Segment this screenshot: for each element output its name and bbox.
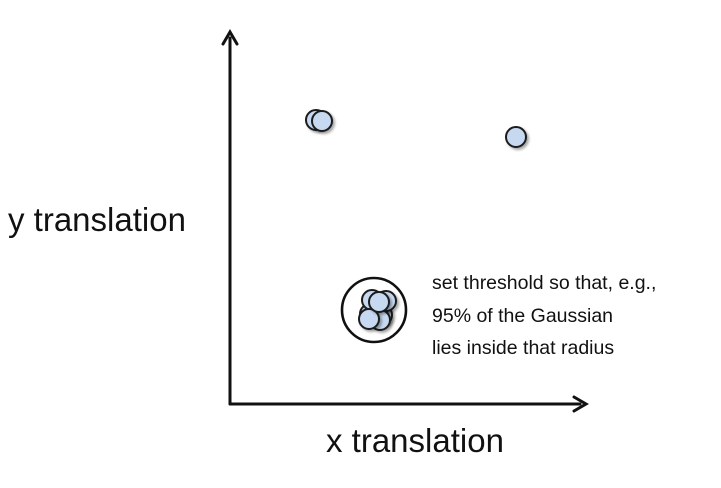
point-right-top — [505, 126, 527, 148]
y-axis-arrowhead — [221, 29, 239, 46]
point-cluster-8 — [368, 291, 390, 313]
annotation-line-3: lies inside that radius — [432, 337, 614, 359]
x-axis-arrowhead — [572, 395, 589, 413]
annotation-line-2: 95% of the Gaussian — [432, 305, 613, 327]
axes — [221, 29, 589, 413]
annotation-line-1: set threshold so that, e.g., — [432, 272, 656, 294]
threshold-radius-circle — [340, 276, 408, 344]
point-left-top-b — [311, 110, 333, 132]
point-cluster-7 — [358, 308, 380, 330]
points — [305, 109, 527, 331]
y-axis-label: y translation — [8, 201, 186, 238]
x-axis-label: x translation — [326, 422, 504, 459]
